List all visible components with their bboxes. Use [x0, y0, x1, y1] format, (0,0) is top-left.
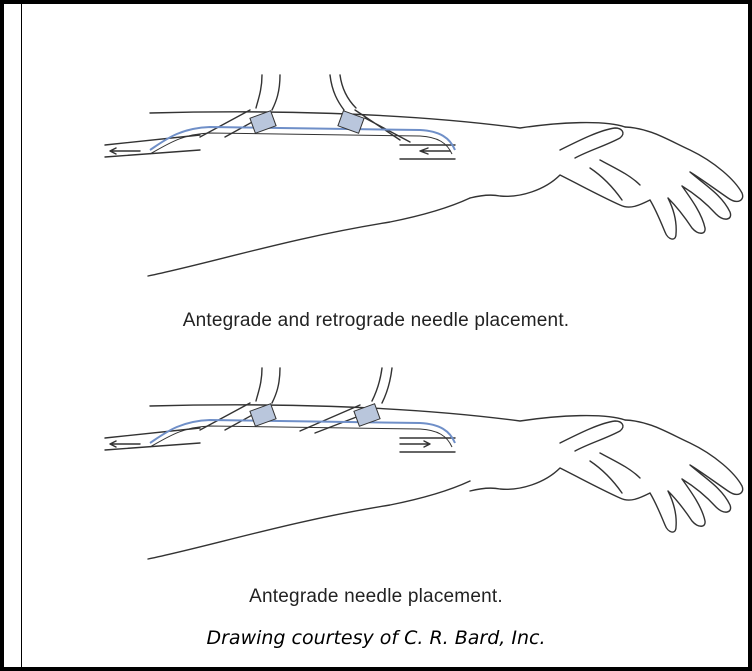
needle-right-tubing: [330, 75, 344, 110]
arm-lower-outline: [148, 198, 470, 276]
arm-illustration-bottom: [105, 368, 743, 559]
needle-left-tubing: [256, 75, 262, 108]
arm-illustration-top: [105, 75, 743, 276]
thumb-outline: [560, 128, 623, 158]
caption-top: Antegrade and retrograde needle placemen…: [0, 310, 752, 332]
caption-bottom: Antegrade needle placement.: [0, 586, 752, 608]
image-credit: Drawing courtesy of C. R. Bard, Inc.: [0, 627, 752, 649]
flow-arrow: [110, 148, 140, 154]
